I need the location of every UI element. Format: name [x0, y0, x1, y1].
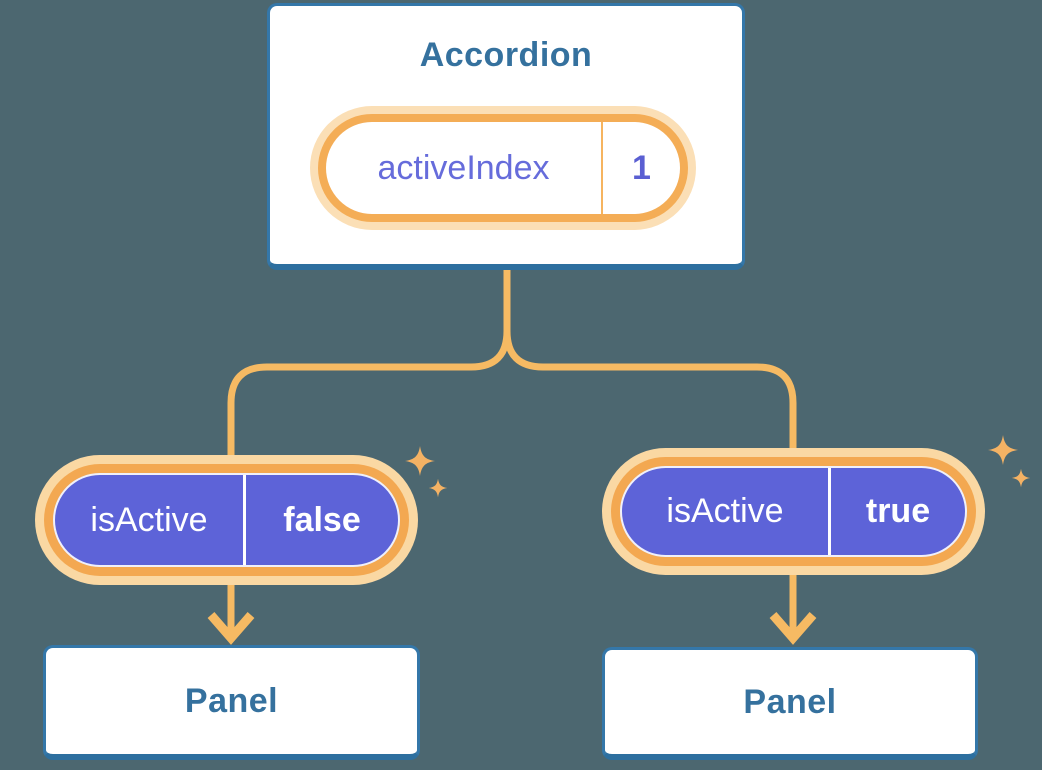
pill-divider	[828, 468, 831, 555]
prop-pill-isactive-false: isActive false	[35, 455, 418, 585]
prop-name-label: isActive	[666, 492, 784, 530]
pill-divider	[243, 475, 246, 565]
prop-value-label: false	[283, 500, 361, 539]
state-value-label: 1	[632, 148, 651, 187]
pill-glow: activeIndex 1	[310, 106, 696, 230]
accordion-card: Accordion activeIndex 1	[267, 3, 745, 270]
wire-left	[227, 270, 511, 637]
pill-core: isActive false	[53, 473, 400, 567]
state-name-label: activeIndex	[377, 148, 550, 187]
prop-pill-isactive-true: isActive true	[602, 448, 985, 575]
pill-core: isActive true	[620, 466, 967, 557]
accordion-title: Accordion	[419, 36, 593, 74]
pill-glow: isActive true	[602, 448, 985, 575]
panel-title: Panel	[743, 682, 837, 721]
pill-core: activeIndex 1	[326, 122, 680, 214]
panel-card-left: Panel	[43, 645, 420, 760]
prop-value-cell: false	[246, 475, 398, 565]
prop-name-label: isActive	[90, 500, 208, 539]
state-pill-activeindex: activeIndex 1	[310, 106, 696, 230]
sparkle-icon	[405, 446, 448, 498]
state-name-cell: activeIndex	[326, 122, 601, 214]
arrow-down-icon	[769, 612, 817, 645]
pill-ring: activeIndex 1	[318, 114, 688, 222]
panel-card-right: Panel	[602, 647, 978, 760]
panel-title: Panel	[184, 681, 279, 720]
prop-value-cell: true	[831, 468, 965, 555]
pill-divider	[601, 122, 603, 214]
pill-ring: isActive false	[44, 464, 409, 576]
prop-value-label: true	[865, 492, 931, 530]
sparkle-icon	[988, 435, 1031, 488]
pill-glow: isActive false	[35, 455, 418, 585]
pill-ring: isActive true	[611, 457, 976, 566]
arrow-down-icon	[207, 612, 255, 645]
prop-name-cell: isActive	[622, 468, 828, 555]
state-value-cell: 1	[603, 122, 680, 214]
wire-right	[503, 270, 797, 637]
prop-name-cell: isActive	[55, 475, 243, 565]
